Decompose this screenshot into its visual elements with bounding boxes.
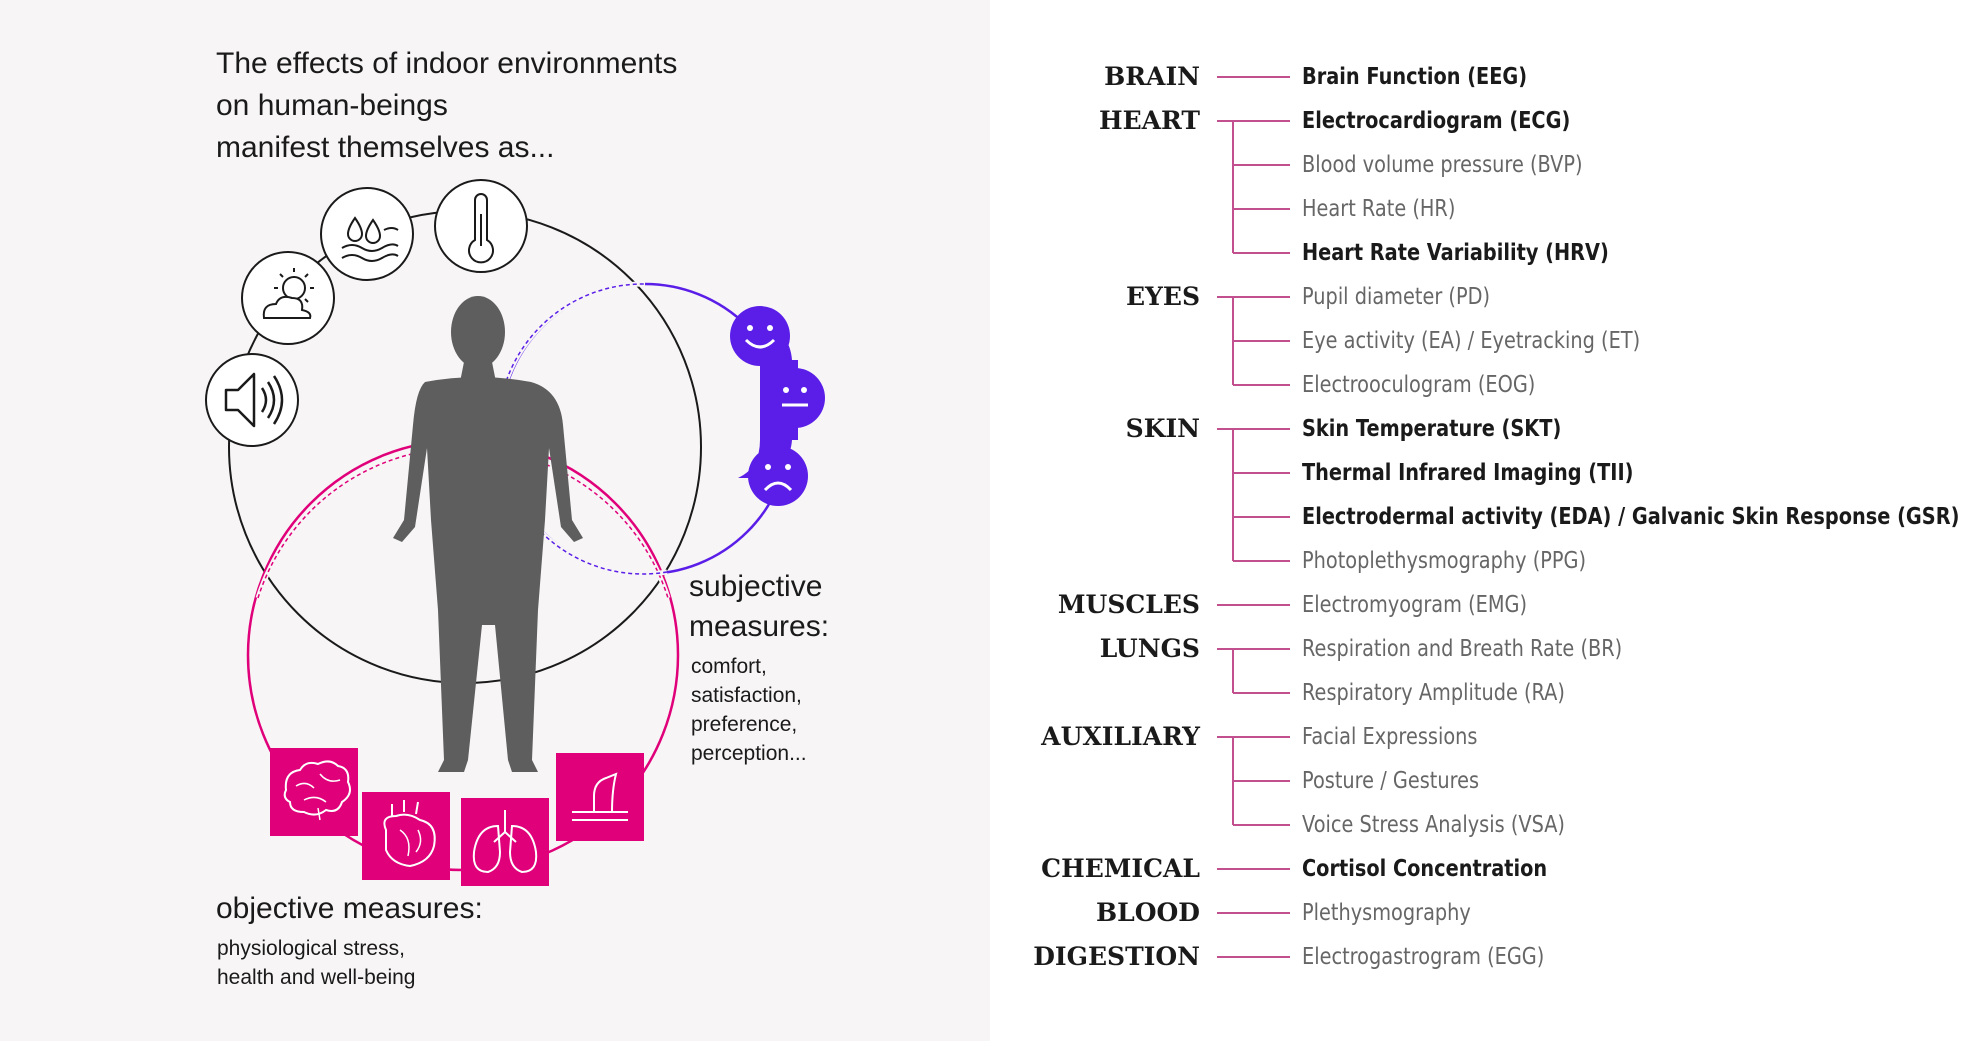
subjective-item-comfort: comfort, bbox=[691, 655, 767, 678]
sad-face-icon bbox=[748, 446, 808, 506]
subjective-item-perception: perception... bbox=[691, 742, 807, 765]
category-skin: SKIN bbox=[1125, 414, 1200, 443]
sun-cloud-icon bbox=[241, 251, 335, 345]
measure-lungs-1: Respiratory Amplitude (RA) bbox=[1302, 680, 1565, 706]
objective-item-health: health and well-being bbox=[217, 966, 416, 989]
measure-brain-0: Brain Function (EEG) bbox=[1302, 64, 1528, 90]
category-digestion: DIGESTION bbox=[1033, 942, 1200, 971]
measure-muscles-0: Electromyogram (EMG) bbox=[1302, 592, 1528, 618]
measure-heart-2: Heart Rate (HR) bbox=[1302, 196, 1456, 222]
measure-eyes-0: Pupil diameter (PD) bbox=[1302, 284, 1491, 310]
measure-eyes-1: Eye activity (EA) / Eyetracking (ET) bbox=[1302, 328, 1641, 354]
measure-heart-3: Heart Rate Variability (HRV) bbox=[1302, 240, 1609, 266]
title-line-2: on human-beings bbox=[216, 89, 448, 122]
measure-digestion-0: Electrogastrogram (EGG) bbox=[1302, 944, 1545, 970]
measure-skin-1: Thermal Infrared Imaging (TII) bbox=[1302, 460, 1634, 486]
subjective-title-1: subjective bbox=[689, 570, 823, 603]
smile-face-icon bbox=[730, 306, 790, 366]
measure-blood-0: Plethysmography bbox=[1302, 900, 1471, 926]
category-muscles: MUSCLES bbox=[1057, 590, 1200, 619]
category-chemical: CHEMICAL bbox=[1041, 854, 1200, 883]
category-brain: BRAIN bbox=[1104, 62, 1200, 91]
measure-chemical-0: Cortisol Concentration bbox=[1302, 856, 1548, 882]
measure-auxiliary-2: Voice Stress Analysis (VSA) bbox=[1302, 812, 1565, 838]
measure-eyes-2: Electrooculogram (EOG) bbox=[1302, 372, 1536, 398]
objective-item-stress: physiological stress, bbox=[217, 937, 405, 960]
subjective-title-2: measures: bbox=[689, 610, 830, 643]
measure-skin-3: Photoplethysmography (PPG) bbox=[1302, 548, 1587, 574]
title-line-1: The effects of indoor environments bbox=[216, 47, 678, 80]
category-heart: HEART bbox=[1098, 106, 1200, 135]
measure-heart-1: Blood volume pressure (BVP) bbox=[1302, 152, 1583, 178]
neutral-face-icon bbox=[765, 368, 825, 428]
measure-lungs-0: Respiration and Breath Rate (BR) bbox=[1302, 636, 1623, 662]
title-line-3: manifest themselves as... bbox=[216, 131, 555, 164]
objective-title: objective measures: bbox=[216, 892, 483, 925]
category-lungs: LUNGS bbox=[1099, 634, 1200, 663]
measure-auxiliary-1: Posture / Gestures bbox=[1302, 768, 1480, 794]
lungs-icon bbox=[461, 798, 549, 886]
speaker-icon bbox=[205, 353, 299, 447]
subjective-item-preference: preference, bbox=[691, 713, 798, 736]
category-auxiliary: AUXILIARY bbox=[1041, 722, 1200, 751]
infographic-drawing bbox=[205, 179, 825, 886]
measure-auxiliary-0: Facial Expressions bbox=[1302, 724, 1478, 750]
measure-skin-2: Electrodermal activity (EDA) / Galvanic … bbox=[1302, 504, 1960, 530]
category-blood: BLOOD bbox=[1096, 898, 1200, 927]
human-figure bbox=[393, 296, 583, 772]
brain-icon bbox=[270, 748, 358, 836]
measures-tree-lines bbox=[1217, 76, 1290, 958]
measure-heart-0: Electrocardiogram (ECG) bbox=[1302, 108, 1571, 134]
category-eyes: EYES bbox=[1125, 282, 1200, 311]
measure-skin-0: Skin Temperature (SKT) bbox=[1302, 416, 1562, 442]
skin-icon bbox=[556, 753, 644, 841]
subjective-item-satisfaction: satisfaction, bbox=[691, 684, 802, 707]
heart-icon bbox=[362, 792, 450, 880]
thermometer-icon bbox=[434, 179, 528, 273]
water-drops-icon bbox=[320, 187, 414, 281]
